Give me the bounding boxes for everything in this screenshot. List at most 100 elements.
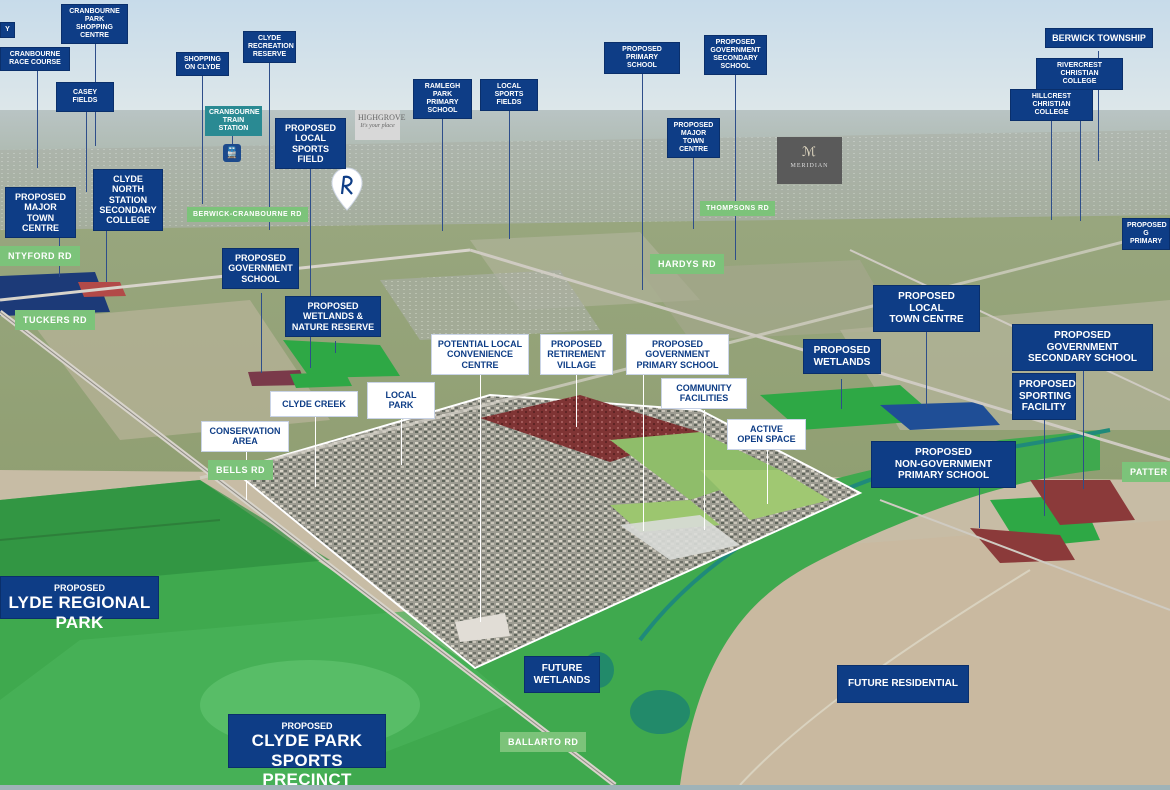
label-active-open-space[interactable]: ACTIVE OPEN SPACE bbox=[727, 419, 806, 450]
park-label-small: PROPOSED bbox=[53, 583, 105, 593]
stem-race-course bbox=[37, 68, 38, 168]
label-proposed-government-primary-school[interactable]: PROPOSED GOVERNMENT PRIMARY SCHOOL bbox=[626, 334, 729, 376]
label-line: SECONDARY bbox=[713, 55, 758, 63]
label-line: CENTRE bbox=[679, 146, 708, 154]
highgrove-logo: HIGHGROVE It's your place bbox=[355, 110, 406, 140]
stem-local-town-centre bbox=[926, 328, 927, 408]
label-conservation-area[interactable]: CONSERVATION AREA bbox=[201, 421, 289, 452]
label-shopping-on-clyde[interactable]: SHOPPING ON CLYDE bbox=[176, 52, 229, 77]
label-proposed-wetlands[interactable]: PROPOSED WETLANDS bbox=[803, 339, 881, 374]
label-line: RIVERCREST CHRISTIAN bbox=[1056, 62, 1103, 78]
label-ramlegh-park-primary-school[interactable]: RAMLEGH PARK PRIMARY SCHOOL bbox=[413, 79, 472, 120]
stem-convenience bbox=[480, 372, 481, 622]
location-pin-icon bbox=[331, 167, 363, 211]
stem-retirement bbox=[576, 371, 577, 427]
label-line: SCHOOL bbox=[720, 63, 751, 71]
label-line: PROPOSED bbox=[813, 345, 871, 356]
label-line: AREA bbox=[232, 436, 258, 447]
label-line: SPORTING bbox=[1019, 390, 1072, 402]
stem-sporting-facility bbox=[1044, 414, 1045, 516]
label-proposed-sporting-facility[interactable]: PROPOSED SPORTING FACILITY bbox=[1012, 373, 1076, 420]
label-line: SCHOOL bbox=[241, 273, 280, 284]
label-clyde-recreation-reserve[interactable]: CLYDE RECREATION RESERVE bbox=[243, 31, 296, 64]
label-proposed-non-government-primary-school[interactable]: PROPOSED NON-GOVERNMENT PRIMARY SCHOOL bbox=[871, 441, 1016, 488]
label-line: OPEN SPACE bbox=[737, 434, 796, 445]
stem-ramlegh bbox=[442, 111, 443, 231]
label-line: BERWICK TOWNSHIP bbox=[1052, 33, 1146, 43]
park-label-big: LYDE REGIONAL PARK bbox=[8, 593, 151, 632]
stem-clyde-north-station bbox=[106, 214, 107, 282]
stem-berwick bbox=[1098, 51, 1099, 161]
road-bells-rd: BELLS RD bbox=[208, 460, 273, 480]
stem-secondary-north bbox=[735, 74, 736, 260]
label-line: POTENTIAL LOCAL bbox=[437, 339, 523, 349]
label-line: PRIMARY SCHOOL bbox=[636, 359, 719, 370]
edge-label-text: Y bbox=[5, 26, 10, 33]
label-line: GOVERNMENT bbox=[645, 349, 710, 360]
label-clyde-north-station-secondary-college[interactable]: CLYDE NORTH STATION SECONDARY COLLEGE bbox=[93, 169, 163, 231]
road-tuckers-rd: TUCKERS RD bbox=[15, 310, 96, 330]
label-line: COLLEGE bbox=[1034, 109, 1069, 117]
park-label-big: CLYDE PARK bbox=[251, 731, 363, 751]
label-community-facilities[interactable]: COMMUNITY FACILITIES bbox=[661, 378, 747, 409]
label-casey-fields[interactable]: CASEY FIELDS bbox=[56, 82, 114, 113]
label-line: CLYDE NORTH bbox=[112, 174, 144, 195]
label-line: ON CLYDE bbox=[184, 64, 221, 72]
stem-primary-north bbox=[642, 68, 643, 290]
label-proposed-primary-edge[interactable]: PROPOSED G PRIMARY bbox=[1122, 218, 1170, 251]
label-clyde-regional-park[interactable]: PROPOSED LYDE REGIONAL PARK bbox=[0, 576, 159, 632]
label-line: RECREATION bbox=[248, 43, 294, 51]
label-proposed-government-secondary-school-east[interactable]: PROPOSED GOVERNMENT SECONDARY SCHOOL bbox=[1012, 324, 1153, 371]
road-patter: PATTER bbox=[1122, 462, 1170, 482]
label-proposed-local-town-centre[interactable]: PROPOSED LOCAL TOWN CENTRE bbox=[873, 285, 980, 332]
label-line: RESERVE bbox=[252, 51, 287, 59]
label-line: PRIMARY SCHOOL bbox=[897, 470, 990, 481]
label-line: PROPOSED bbox=[14, 192, 66, 202]
label-clyde-creek[interactable]: CLYDE CREEK bbox=[270, 391, 358, 418]
road-ballarto-rd: BALLARTO RD bbox=[500, 732, 587, 752]
label-line: CLYDE CREEK bbox=[282, 399, 346, 409]
label-local-sports-fields[interactable]: LOCAL SPORTS FIELDS bbox=[480, 79, 538, 112]
label-potential-local-convenience-centre[interactable]: POTENTIAL LOCAL CONVENIENCE CENTRE bbox=[431, 334, 529, 376]
label-line: WETLANDS bbox=[533, 674, 591, 686]
label-line: CRANBOURNE bbox=[9, 51, 61, 58]
label-cranbourne-park-shopping-centre[interactable]: CRANBOURNE PARK SHOPPING CENTRE bbox=[61, 4, 128, 45]
label-berwick-township[interactable]: BERWICK TOWNSHIP bbox=[1045, 28, 1153, 49]
label-proposed-local-sports-field[interactable]: PROPOSED LOCAL SPORTS FIELD bbox=[275, 118, 346, 170]
label-line: PROPOSED bbox=[1019, 379, 1076, 390]
label-line: ACTIVE bbox=[749, 424, 783, 434]
label-line: WETLANDS & bbox=[303, 311, 363, 322]
label-line: CENTRE bbox=[80, 32, 109, 40]
label-cranbourne-race-course[interactable]: CRANBOURNE RACE COURSE bbox=[0, 47, 70, 72]
label-line: STATION bbox=[218, 125, 249, 133]
label-line: PARK SHOPPING bbox=[76, 16, 113, 32]
label-line: RAMLEGH PARK bbox=[424, 83, 461, 99]
stem-gov-school bbox=[261, 293, 262, 373]
label-line: FACILITIES bbox=[679, 393, 729, 404]
label-proposed-retirement-village[interactable]: PROPOSED RETIREMENT VILLAGE bbox=[540, 334, 613, 376]
label-line: SPORTS bbox=[494, 91, 524, 99]
label-future-residential[interactable]: FUTURE RESIDENTIAL bbox=[837, 665, 969, 703]
stem-gov-primary bbox=[643, 371, 644, 531]
label-line: PRIMARY bbox=[426, 99, 459, 107]
label-line: TOWN CENTRE bbox=[889, 314, 964, 325]
label-proposed-government-secondary-school-north[interactable]: PROPOSED GOVERNMENT SECONDARY SCHOOL bbox=[704, 35, 767, 76]
label-cranbourne-train-station[interactable]: CRANBOURNE TRAIN STATION bbox=[205, 106, 262, 137]
label-line: PROPOSED GOVERNMENT bbox=[1046, 330, 1119, 353]
label-clyde-park-sports-precinct[interactable]: PROPOSED CLYDE PARK SPORTS PRECINCT bbox=[228, 714, 386, 789]
label-proposed-primary-school-north[interactable]: PROPOSED PRIMARY SCHOOL bbox=[604, 42, 680, 75]
label-line: CRANBOURNE bbox=[69, 8, 120, 15]
label-proposed-government-school[interactable]: PROPOSED GOVERNMENT SCHOOL bbox=[222, 248, 299, 290]
meridian-mark-icon: ℳ bbox=[802, 144, 817, 159]
label-line: COLLEGE bbox=[106, 215, 150, 226]
label-line: PROPOSED bbox=[550, 339, 602, 349]
stem-local-sports-field bbox=[310, 155, 311, 368]
label-proposed-major-town-centre-east[interactable]: PROPOSED MAJOR TOWN CENTRE bbox=[667, 118, 720, 159]
label-hillcrest-christian-college[interactable]: HILLCREST CHRISTIAN COLLEGE bbox=[1010, 89, 1093, 122]
label-local-park[interactable]: LOCAL PARK bbox=[367, 382, 435, 419]
label-line: PROPOSED G bbox=[1127, 222, 1167, 238]
label-future-wetlands[interactable]: FUTURE WETLANDS bbox=[524, 656, 600, 693]
label-rivercrest-christian-college[interactable]: RIVERCREST CHRISTIAN COLLEGE bbox=[1036, 58, 1123, 91]
label-proposed-major-town-centre-west[interactable]: PROPOSED MAJOR TOWN CENTRE bbox=[5, 187, 76, 239]
label-proposed-wetlands-nature-reserve[interactable]: PROPOSED WETLANDS & NATURE RESERVE bbox=[285, 296, 381, 338]
